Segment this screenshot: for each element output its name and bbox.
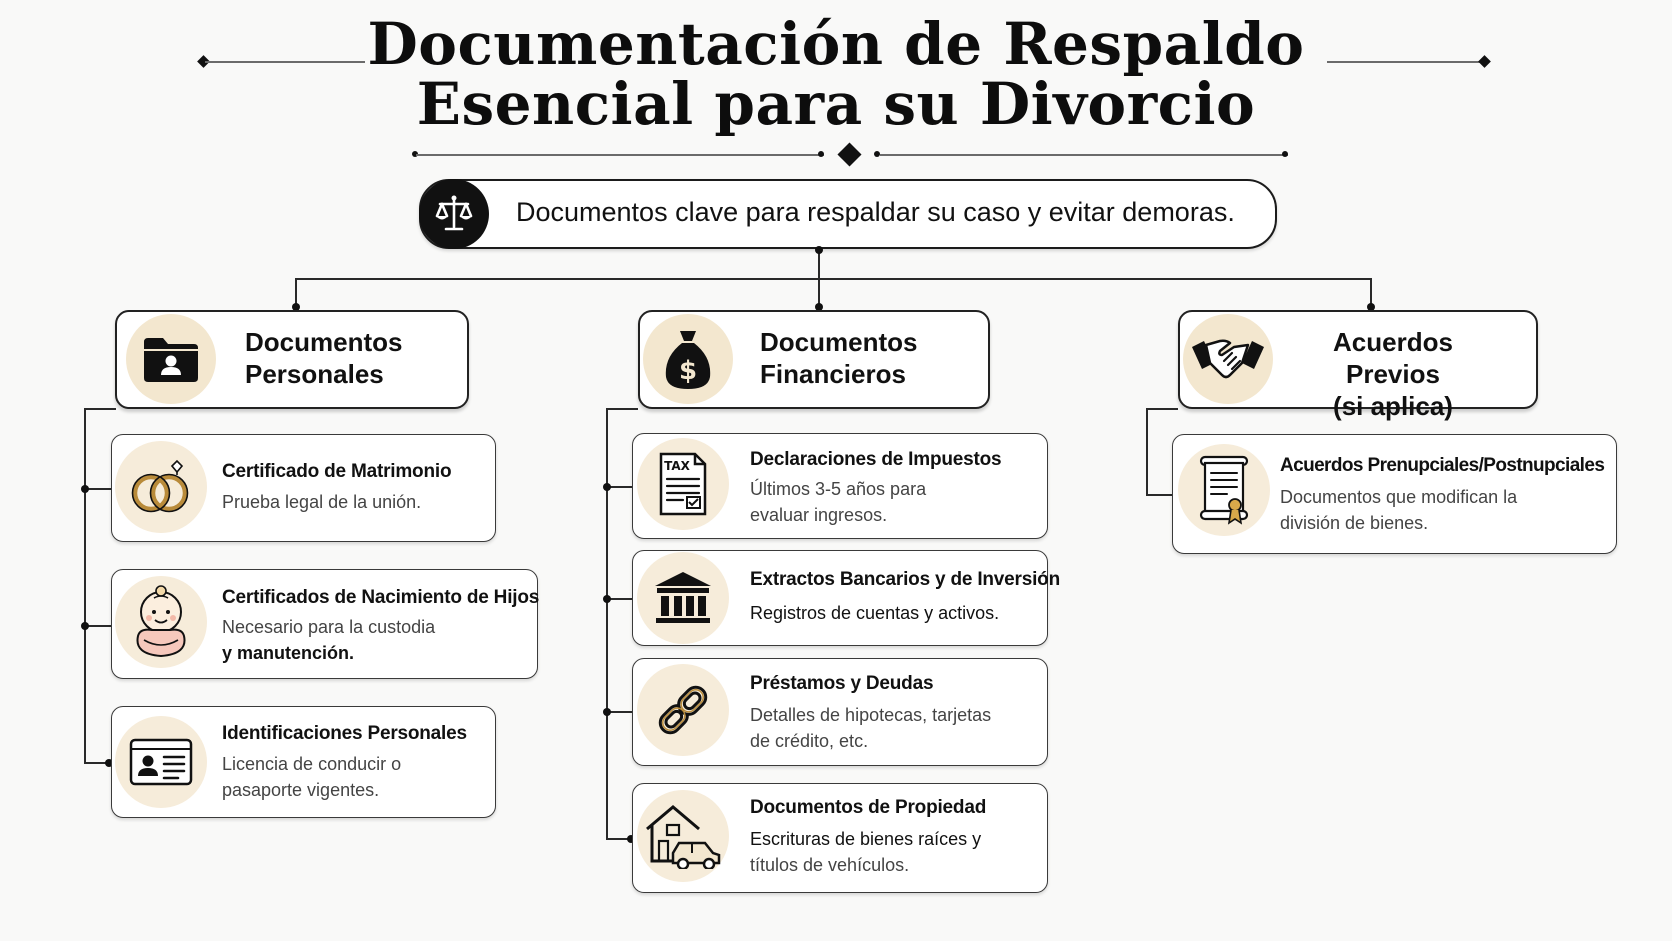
connector-item-branch [84, 488, 112, 490]
item-title: Acuerdos Prenupciales/Postnupciales [1280, 455, 1605, 476]
under-title-dot-right [1282, 151, 1288, 157]
connector-to-personales [295, 278, 297, 308]
svg-text:$: $ [679, 356, 697, 386]
category-financieros-title: Documentos Financieros [760, 327, 918, 389]
connector-node [105, 759, 113, 767]
connector-financieros-vertical [606, 408, 608, 840]
item-title: Identificaciones Personales [222, 723, 467, 744]
connector-item-branch [606, 598, 634, 600]
title-rule-left [205, 61, 365, 63]
connector-to-financieros [818, 278, 820, 308]
item-description: Registros de cuentas y activos. [750, 603, 1000, 623]
title-line-1: Documentación de Respaldo [367, 10, 1305, 78]
item-icon-circle [637, 552, 729, 644]
connector-acuerdos-top [1146, 408, 1178, 410]
connector-node [292, 303, 300, 311]
category-financieros-icon-circle: $ [643, 314, 733, 404]
connector-item-branch [84, 762, 112, 764]
connector-to-acuerdos [1370, 278, 1372, 308]
under-title-dot-left [412, 151, 418, 157]
item-title: Declaraciones de Impuestos [750, 449, 1002, 470]
item-description: Prueba legal de la unión. [222, 492, 422, 512]
connector-item-branch [84, 625, 112, 627]
connector-node [81, 622, 89, 630]
bank-icon [655, 572, 711, 623]
item-icon-circle [1178, 444, 1270, 536]
item-icon-circle [637, 664, 729, 756]
connector-node [1367, 303, 1375, 311]
subtitle-text: Documentos clave para respaldar su caso … [516, 197, 1235, 227]
item-title: Certificado de Matrimonio [222, 461, 452, 482]
item-icon-circle [115, 576, 207, 668]
connector-node [815, 303, 823, 311]
connector-node [603, 483, 611, 491]
tax-document-icon: TAX [659, 452, 707, 516]
page-title: Documentación de Respaldo Esencial para … [336, 14, 1336, 134]
category-personales-title: Documentos Personales [245, 327, 403, 389]
under-title-dot-center-left [818, 151, 824, 157]
folder-person-icon [144, 338, 198, 382]
connector-node [603, 595, 611, 603]
item-icon-circle: TAX [637, 438, 729, 530]
title-line-2: Esencial para su Divorcio [416, 70, 1256, 138]
connector-acuerdos-vertical [1146, 408, 1148, 496]
connector-node [627, 835, 635, 843]
connector-node [815, 246, 823, 254]
category-personales-icon-circle [126, 314, 216, 404]
title-ornament-right-diamond [1478, 55, 1491, 68]
item-description: Licencia de conducir o pasaporte vigente… [222, 754, 402, 800]
item-description: Escrituras de bienes raíces y títulos de… [750, 829, 982, 875]
item-title: Préstamos y Deudas [750, 673, 934, 694]
wedding-rings-icon [131, 459, 189, 513]
under-title-dot-center-right [874, 151, 880, 157]
item-description: Últimos 3-5 años para evaluar ingresos. [750, 479, 927, 525]
item-description: Detalles de hipotecas, tarjetas de crédi… [750, 705, 992, 751]
title-rule-right [1327, 61, 1485, 63]
baby-icon [136, 585, 186, 658]
item-title: Extractos Bancarios y de Inversión [750, 569, 1060, 590]
scroll-certificate-icon [1199, 455, 1249, 525]
id-card-icon [129, 738, 193, 786]
connector-item-branch [606, 711, 634, 713]
under-title-rule-left [416, 154, 824, 156]
connector-item-branch [606, 838, 634, 840]
item-icon-circle [115, 441, 207, 533]
item-icon-circle [115, 716, 207, 808]
connector-personales-vertical [84, 408, 86, 764]
money-bag-icon: $ [665, 331, 711, 389]
connector-horizontal [295, 278, 1372, 280]
scale-icon [419, 179, 489, 249]
connector-item-branch [606, 486, 634, 488]
connector-node [603, 708, 611, 716]
under-title-rule-right [880, 154, 1288, 156]
svg-text:TAX: TAX [664, 459, 691, 473]
item-icon-circle [637, 790, 729, 882]
connector-trunk [818, 249, 820, 279]
connector-personales-top [84, 408, 116, 410]
connector-item-branch [1146, 494, 1174, 496]
connector-node [81, 485, 89, 493]
subtitle-banner [419, 179, 1277, 249]
item-description: Necesario para la custodia y manutención… [222, 617, 436, 663]
category-acuerdos-icon-circle [1183, 314, 1273, 404]
connector-financieros-top [606, 408, 638, 410]
category-acuerdos-title: Acuerdos Previos (si aplica) [1333, 327, 1453, 421]
chain-link-icon [658, 685, 708, 735]
house-car-icon [646, 805, 721, 869]
under-title-center-diamond [837, 142, 862, 167]
item-title: Documentos de Propiedad [750, 797, 987, 818]
item-description: Documentos que modifican la división de … [1280, 487, 1518, 533]
handshake-icon [1192, 339, 1264, 379]
item-title: Certificados de Nacimiento de Hijos [222, 587, 540, 608]
